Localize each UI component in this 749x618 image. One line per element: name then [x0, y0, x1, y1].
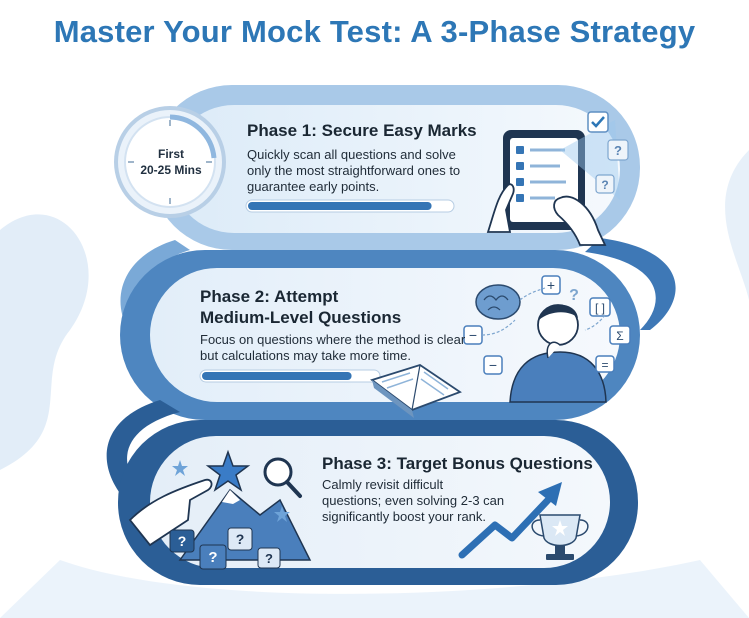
phase1-heading: Phase 1: Secure Easy Marks: [247, 121, 477, 140]
phase1-description: Quickly scan all questions and solve onl…: [247, 147, 460, 195]
phase2-progress-bar: [199, 369, 381, 383]
svg-text:?: ?: [208, 549, 217, 566]
math-symbol-icon: + [ ] Σ = − − ?: [463, 275, 631, 375]
bg-swoosh-right: [725, 150, 749, 300]
phase3-desc-line: questions; even solving 2-3 can: [322, 493, 505, 508]
svg-text:[ ]: [ ]: [595, 301, 605, 315]
svg-text:+: +: [547, 277, 555, 293]
mountain-icon: [178, 488, 312, 561]
stopwatch-label: First 20-25 Mins: [132, 146, 210, 178]
bg-swoosh-bottom: [0, 560, 749, 618]
bg-swoosh-left: [0, 214, 89, 470]
magnifier-icon: [263, 457, 302, 498]
brain-icon: [475, 284, 521, 320]
page-title: Master Your Mock Test: A 3-Phase Strateg…: [53, 14, 696, 49]
question-box-icon: ?: [607, 139, 629, 161]
phase2-heading: Phase 2: Attempt Medium-Level Questions: [200, 286, 401, 328]
phase3-description: Calmly revisit difficult questions; even…: [322, 477, 504, 525]
svg-text:?: ?: [614, 143, 622, 158]
phase2-desc-line: Focus on questions where the method is c…: [200, 332, 466, 347]
svg-text:Σ: Σ: [616, 329, 623, 343]
phase2-desc-line: but calculations may take more time.: [200, 348, 411, 363]
question-box-icon: ? ? ? ?: [169, 527, 281, 570]
hand-icon: [486, 183, 607, 246]
phase2-description: Focus on questions where the method is c…: [200, 332, 465, 364]
star-icon: [172, 449, 290, 522]
phase1-desc-line: Quickly scan all questions and solve: [247, 147, 456, 162]
phase2-heading-line: Phase 2: Attempt: [200, 287, 339, 306]
trophy-icon: [531, 514, 589, 560]
thinking-person-icon: [509, 304, 607, 403]
phase3-heading: Phase 3: Target Bonus Questions: [322, 454, 593, 473]
phase1-desc-line: guarantee early points.: [247, 179, 380, 194]
svg-text:?: ?: [569, 287, 579, 304]
svg-text:?: ?: [236, 531, 245, 547]
svg-text:−: −: [469, 327, 477, 343]
band-connector-1: [585, 238, 676, 330]
phase3-desc-line: significantly boost your rank.: [322, 509, 487, 524]
notebook-icon: [370, 364, 462, 418]
svg-text:=: =: [601, 358, 608, 372]
timer-line-1: First: [157, 147, 184, 161]
timer-line-2: 20-25 Mins: [140, 163, 202, 177]
hand-icon: [128, 478, 213, 547]
svg-text:?: ?: [601, 178, 608, 192]
growth-arrow-icon: [458, 482, 562, 559]
stopwatch-icon: [114, 106, 226, 218]
phase1-desc-line: only the most straightforward ones to: [247, 163, 461, 178]
svg-text:−: −: [489, 357, 497, 373]
svg-text:?: ?: [265, 551, 273, 566]
phase2-heading-line: Medium-Level Questions: [200, 308, 402, 327]
phase3-desc-line: Calmly revisit difficult: [322, 477, 444, 492]
svg-text:?: ?: [178, 533, 187, 549]
question-box-icon: ?: [595, 174, 615, 194]
phase1-progress-bar: [245, 199, 455, 213]
check-box-icon: [587, 111, 609, 133]
